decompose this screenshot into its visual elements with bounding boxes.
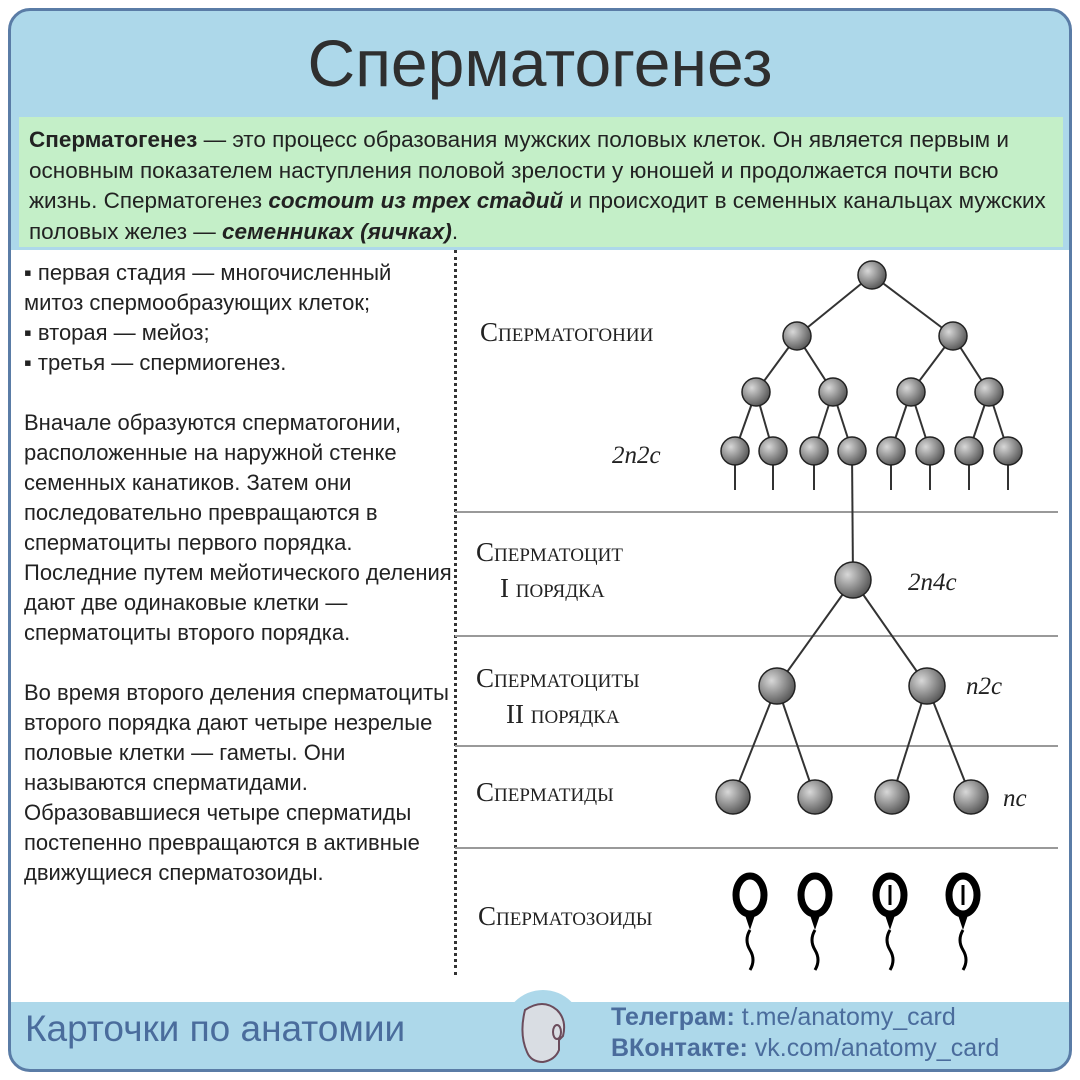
dotted-divider	[454, 250, 457, 975]
label-spermatids: Сперматиды	[476, 777, 614, 807]
page-title: Сперматогенез	[307, 26, 773, 100]
card-frame: Сперматогенез Сперматогенез — это процес…	[8, 8, 1072, 1072]
intro-emphasis: состоит из трех стадий	[268, 188, 564, 213]
formula-n2c: n2c	[966, 673, 1002, 700]
intro-emphasis: семенниках (яичках)	[222, 218, 452, 244]
label-spermatozoa: Сперматозоиды	[478, 901, 652, 931]
formula-2n2c: 2n2c	[612, 442, 661, 469]
intro-term: Сперматогенез	[29, 127, 198, 152]
vk-label: ВКонтакте:	[611, 1034, 748, 1062]
label-spermatocytes-2: Сперматоциты	[476, 663, 640, 693]
paragraph: Вначале образуются сперматогонии, распол…	[24, 410, 452, 645]
paragraph: Во время второго деления сперматоциты вт…	[24, 680, 449, 885]
stage-item: ▪ первая стадия — многочисленный митоз с…	[24, 260, 392, 315]
brand-name: Карточки по анатомии	[25, 1008, 406, 1049]
lineage-lines	[732, 274, 1009, 798]
telegram-label: Телеграм:	[611, 1003, 735, 1031]
description: ▪ первая стадия — многочисленный митоз с…	[24, 258, 454, 918]
formula-nc: nc	[1003, 785, 1027, 812]
stage-item: ▪ вторая — мейоз;	[24, 320, 210, 345]
stage-separators	[455, 511, 1058, 849]
stage-item: ▪ третья — спермиогенез.	[24, 350, 287, 375]
social-links: Телеграм: t.me/anatomy_card ВКонтакте: v…	[611, 1002, 999, 1064]
skull-logo-icon	[503, 990, 583, 1069]
label-spermatogonia: Сперматогонии	[480, 317, 654, 347]
spermatozoa-icons	[732, 872, 981, 971]
telegram-link[interactable]: t.me/anatomy_card	[741, 1003, 956, 1031]
vk-link[interactable]: vk.com/anatomy_card	[754, 1034, 1000, 1062]
label-order-1: I порядка	[500, 573, 605, 603]
intro-text: и происходит в семенных канальцах мужски…	[29, 188, 1046, 244]
label-spermatocyte-1: Сперматоцит	[476, 537, 623, 567]
cells	[715, 260, 1023, 815]
label-order-2: II порядка	[506, 699, 620, 729]
intro-text: — это процесс образования мужских половы…	[29, 127, 1009, 213]
content-area: ▪ первая стадия — многочисленный митоз с…	[11, 250, 1069, 1002]
intro-text: .	[451, 218, 459, 244]
footer: Карточки по анатомии Телеграм: t.me/anat…	[11, 990, 1069, 1069]
intro-box: Сперматогенез — это процесс образования …	[19, 117, 1063, 247]
spermatogenesis-diagram: Сперматогонии 2n2c Сперматоцит I порядка…	[455, 260, 1058, 971]
formula-2n4c: 2n4c	[908, 569, 957, 596]
